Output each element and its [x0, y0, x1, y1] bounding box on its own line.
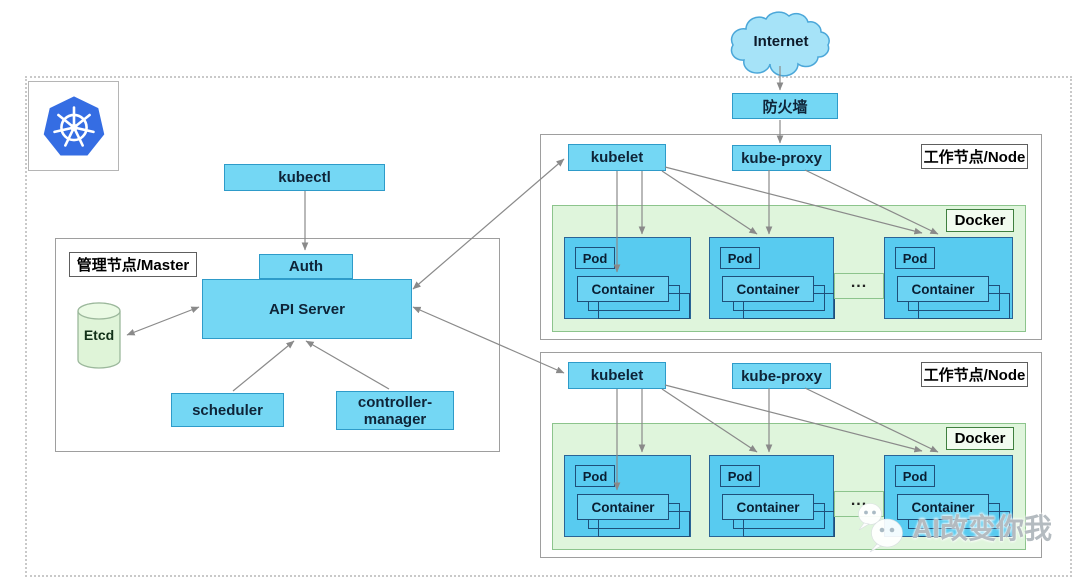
- pod-label: Pod: [720, 465, 760, 487]
- pod-box: Pod Container: [709, 455, 835, 537]
- container-box: Container: [722, 276, 814, 302]
- node-title-label: 工作节点/Node: [921, 144, 1028, 169]
- docker-label: Docker: [946, 209, 1014, 232]
- pod-box: Pod Container: [564, 237, 691, 319]
- container-box: Container: [577, 276, 669, 302]
- pod-box: Pod Container: [884, 237, 1013, 319]
- watermark: AI改变你我: [852, 500, 1052, 554]
- pod-box: Pod Container: [884, 455, 1013, 537]
- kubernetes-logo-panel: [28, 81, 119, 171]
- auth-box: Auth: [259, 254, 353, 279]
- etcd-label: Etcd: [83, 327, 115, 343]
- scheduler-box: scheduler: [171, 393, 284, 427]
- pod-label: Pod: [895, 247, 935, 269]
- watermark-text: AI改变你我: [912, 513, 1053, 544]
- kubelet-box: kubelet: [568, 362, 666, 389]
- pod-box: Pod Container: [709, 237, 835, 319]
- kube-proxy-box: kube-proxy: [732, 145, 831, 171]
- master-title-label: 管理节点/Master: [69, 252, 197, 277]
- internet-label: Internet: [753, 32, 809, 50]
- wechat-icon: [858, 503, 903, 553]
- master-node-panel: 管理节点/Master Auth API Server scheduler co…: [55, 238, 500, 452]
- controller-manager-line2: manager: [363, 410, 427, 428]
- controller-manager-box: controller- manager: [336, 391, 454, 430]
- firewall-box: 防火墙: [732, 93, 838, 119]
- api-server-box: API Server: [202, 279, 412, 339]
- pod-label: Pod: [895, 465, 935, 487]
- container-box: Container: [897, 276, 989, 302]
- kubelet-box: kubelet: [568, 144, 666, 171]
- container-box: Container: [722, 494, 814, 520]
- pods-ellipsis: ...: [834, 273, 884, 299]
- pod-label: Pod: [720, 247, 760, 269]
- diagram-dashed-border: [25, 76, 1072, 577]
- worker-node-panel-top: kubelet kube-proxy 工作节点/Node Docker Pod …: [540, 134, 1042, 340]
- pod-label: Pod: [575, 247, 615, 269]
- container-box: Container: [897, 494, 989, 520]
- pod-label: Pod: [575, 465, 615, 487]
- container-box: Container: [577, 494, 669, 520]
- docker-label: Docker: [946, 427, 1014, 450]
- pod-box: Pod Container: [564, 455, 691, 537]
- controller-manager-line1: controller-: [357, 393, 433, 411]
- kubernetes-logo-icon: [43, 96, 104, 156]
- node-title-label: 工作节点/Node: [921, 362, 1028, 387]
- kubectl-box: kubectl: [224, 164, 385, 191]
- kube-proxy-box: kube-proxy: [732, 363, 831, 389]
